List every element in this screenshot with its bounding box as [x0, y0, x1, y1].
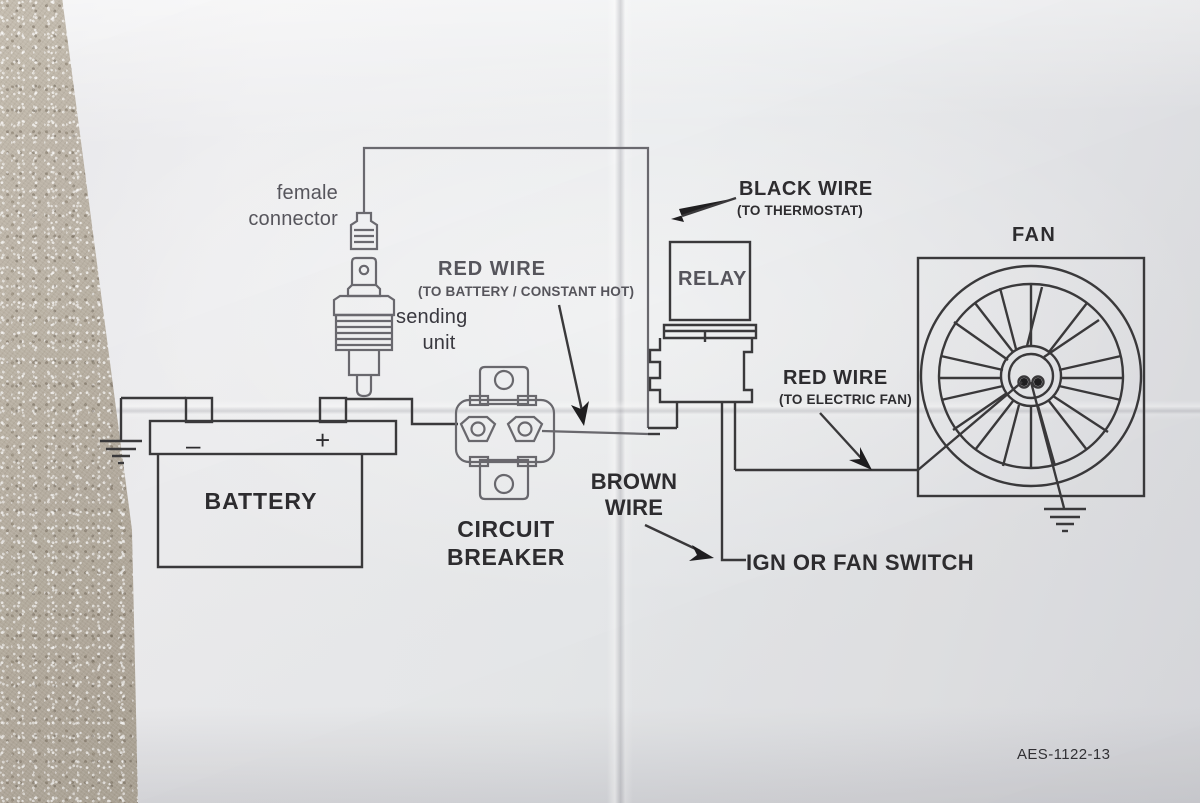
brown-wire-label-line2: WIRE: [604, 495, 664, 520]
red-wire-fan-title: RED WIRE: [783, 367, 888, 389]
ign-or-fan-switch-label: IGN OR FAN SWITCH: [746, 550, 975, 575]
red-wire-fan-subtitle: (TO ELECTRIC FAN): [779, 392, 912, 407]
part-number-label: AES-1122-13: [1017, 746, 1111, 763]
black-wire-title: BLACK WIRE: [739, 178, 873, 200]
fan-label: FAN: [1012, 224, 1057, 246]
female-connector-label-line2: connector: [248, 208, 338, 230]
relay-label: RELAY: [678, 268, 747, 290]
red-wire-battery-title: RED WIRE: [438, 258, 546, 280]
fold-crease-vertical: [607, 0, 633, 803]
fold-crease-horizontal: [62, 400, 1200, 420]
battery-negative-terminal-label: –: [186, 430, 201, 460]
brown-wire-label: BROWN: [590, 469, 678, 494]
battery-positive-terminal-label: +: [315, 425, 331, 455]
circuit-breaker-label: CIRCUIT: [457, 516, 555, 542]
circuit-breaker-label-line2: BREAKER: [447, 544, 565, 570]
battery-label: BATTERY: [204, 488, 318, 514]
black-wire-subtitle: (TO THERMOSTAT): [737, 203, 863, 218]
female-connector-label: female: [276, 182, 338, 204]
sending-unit-label-line2: unit: [422, 332, 456, 354]
red-wire-battery-subtitle: (TO BATTERY / CONSTANT HOT): [418, 284, 635, 299]
sending-unit-label: sending: [396, 306, 468, 328]
